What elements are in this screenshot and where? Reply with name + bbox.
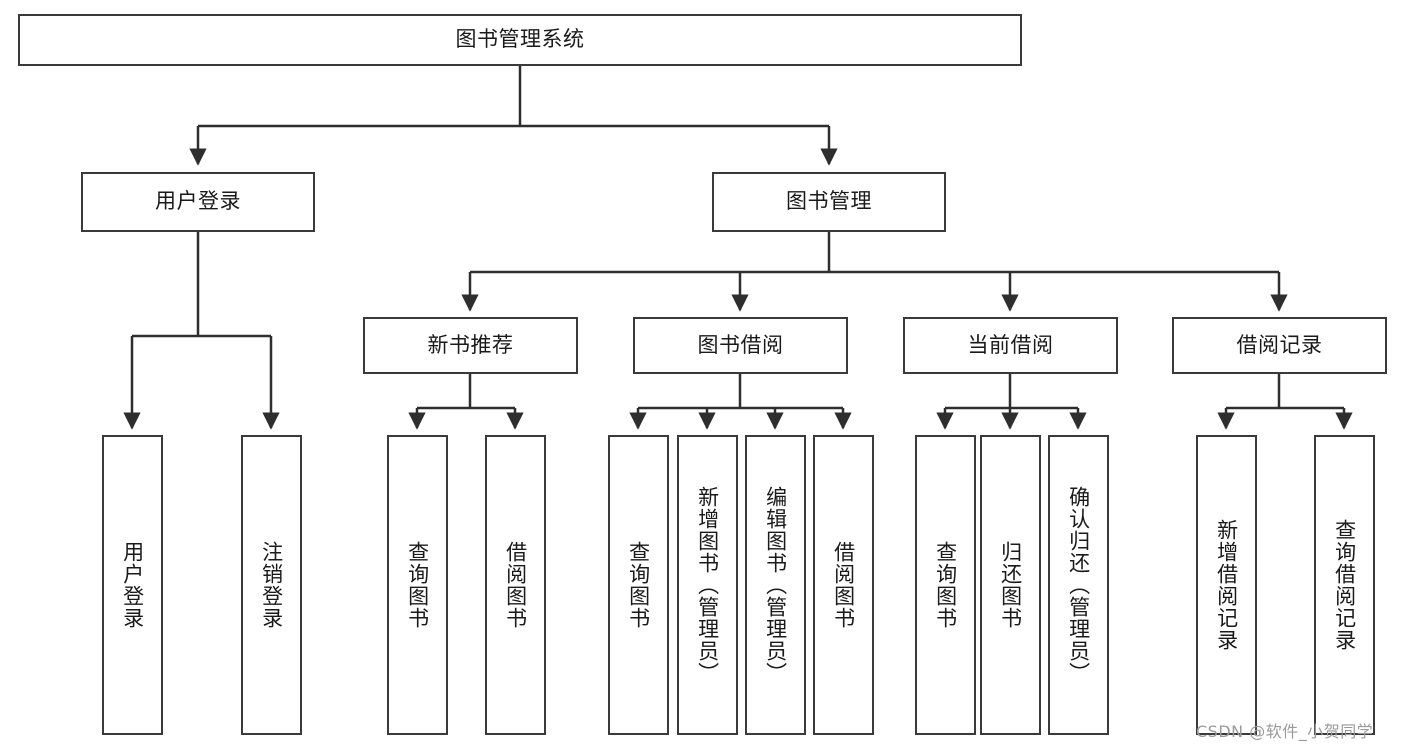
leaf-borrow-add-book[interactable]: 新增图书（管理员） bbox=[677, 435, 738, 735]
leaf-records-add-record[interactable]: 新增借阅记录 bbox=[1196, 435, 1257, 735]
node-borrow-records[interactable]: 借阅记录 bbox=[1172, 317, 1387, 374]
leaf-user-logout-label: 注销登录 bbox=[259, 541, 284, 629]
leaf-current-return-book-label: 归还图书 bbox=[998, 541, 1023, 629]
leaf-borrow-edit-book[interactable]: 编辑图书（管理员） bbox=[745, 435, 806, 735]
node-root-system[interactable]: 图书管理系统 bbox=[18, 14, 1022, 66]
node-current-borrow[interactable]: 当前借阅 bbox=[903, 317, 1118, 374]
node-book-borrow[interactable]: 图书借阅 bbox=[633, 317, 848, 374]
leaf-borrow-edit-book-label: 编辑图书（管理员） bbox=[763, 486, 788, 684]
leaf-records-add-record-label: 新增借阅记录 bbox=[1214, 519, 1239, 651]
leaf-newbook-borrow-book[interactable]: 借阅图书 bbox=[485, 435, 546, 735]
leaf-user-login-label: 用户登录 bbox=[120, 541, 145, 629]
csdn-watermark: CSDN @软件_小贺同学 bbox=[1196, 722, 1374, 741]
leaf-current-query-book[interactable]: 查询图书 bbox=[915, 435, 976, 735]
node-user-login[interactable]: 用户登录 bbox=[81, 172, 315, 232]
leaf-borrow-borrow-book-label: 借阅图书 bbox=[831, 541, 856, 629]
leaf-records-query-record[interactable]: 查询借阅记录 bbox=[1314, 435, 1375, 735]
leaf-user-logout[interactable]: 注销登录 bbox=[241, 435, 302, 735]
leaf-records-query-record-label: 查询借阅记录 bbox=[1332, 519, 1357, 651]
leaf-borrow-borrow-book[interactable]: 借阅图书 bbox=[813, 435, 874, 735]
leaf-borrow-add-book-label: 新增图书（管理员） bbox=[695, 486, 720, 684]
node-current-borrow-label: 当前借阅 bbox=[967, 332, 1054, 357]
leaf-newbook-borrow-book-label: 借阅图书 bbox=[503, 541, 528, 629]
leaf-newbook-query-book[interactable]: 查询图书 bbox=[387, 435, 448, 735]
node-book-management[interactable]: 图书管理 bbox=[712, 172, 946, 232]
leaf-current-return-book[interactable]: 归还图书 bbox=[980, 435, 1041, 735]
leaf-current-confirm-return[interactable]: 确认归还（管理员） bbox=[1048, 435, 1109, 735]
node-book-borrow-label: 图书借阅 bbox=[697, 332, 784, 357]
leaf-newbook-query-book-label: 查询图书 bbox=[405, 541, 430, 629]
node-user-login-label: 用户登录 bbox=[155, 189, 241, 214]
leaf-current-confirm-return-label: 确认归还（管理员） bbox=[1066, 486, 1091, 684]
leaf-current-query-book-label: 查询图书 bbox=[933, 541, 958, 629]
node-book-management-label: 图书管理 bbox=[786, 189, 872, 214]
node-borrow-records-label: 借阅记录 bbox=[1236, 332, 1323, 357]
node-new-book-recommend-label: 新书推荐 bbox=[427, 332, 514, 357]
leaf-borrow-query-book[interactable]: 查询图书 bbox=[608, 435, 669, 735]
leaf-user-login[interactable]: 用户登录 bbox=[102, 435, 163, 735]
node-new-book-recommend[interactable]: 新书推荐 bbox=[363, 317, 578, 374]
leaf-borrow-query-book-label: 查询图书 bbox=[626, 541, 651, 629]
node-root-system-label: 图书管理系统 bbox=[455, 27, 585, 52]
